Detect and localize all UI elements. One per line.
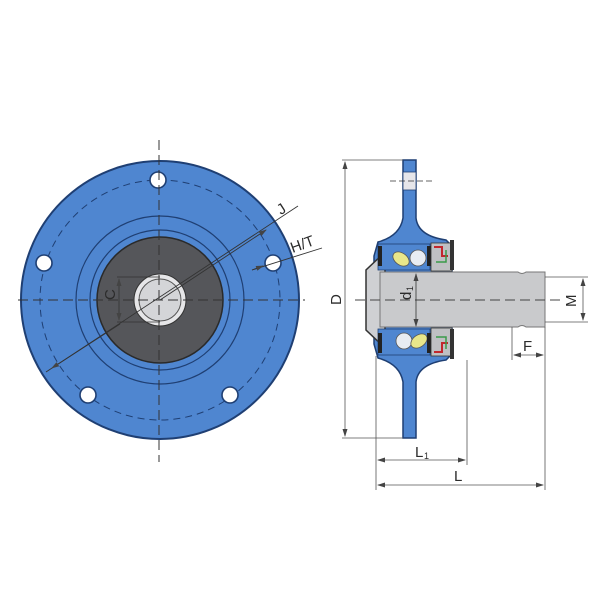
dimension-HT-arrow xyxy=(251,265,264,271)
seal-top xyxy=(430,240,454,272)
label-F: F xyxy=(523,338,532,355)
bolt-hole xyxy=(149,171,167,189)
svg-text:L: L xyxy=(415,444,423,461)
ball xyxy=(395,332,413,350)
bolt-hole xyxy=(79,386,97,404)
svg-text:1: 1 xyxy=(424,451,429,461)
dimension-J-arrow-low xyxy=(51,323,121,369)
label-L1: L 1 xyxy=(415,444,429,461)
side-view: D d 1 M F L 1 L xyxy=(328,159,588,490)
label-C: C xyxy=(102,289,119,300)
ball xyxy=(409,249,427,267)
bearing-top xyxy=(377,243,431,271)
bearing-bottom xyxy=(377,328,431,356)
bolt-hole xyxy=(35,254,53,272)
label-L: L xyxy=(454,468,462,485)
svg-text:d: d xyxy=(398,292,415,300)
label-J: J xyxy=(274,200,290,218)
seal-bottom xyxy=(430,327,454,359)
front-view: J H/T C xyxy=(18,140,323,462)
roller xyxy=(392,251,410,267)
label-D: D xyxy=(328,294,345,305)
label-d1: d 1 xyxy=(398,286,415,300)
dimension-J-arrow xyxy=(159,229,267,301)
bolt-hole xyxy=(221,386,239,404)
svg-text:1: 1 xyxy=(405,286,415,291)
label-M: M xyxy=(563,295,580,308)
label-H-T: H/T xyxy=(288,233,317,257)
roller xyxy=(410,333,428,349)
